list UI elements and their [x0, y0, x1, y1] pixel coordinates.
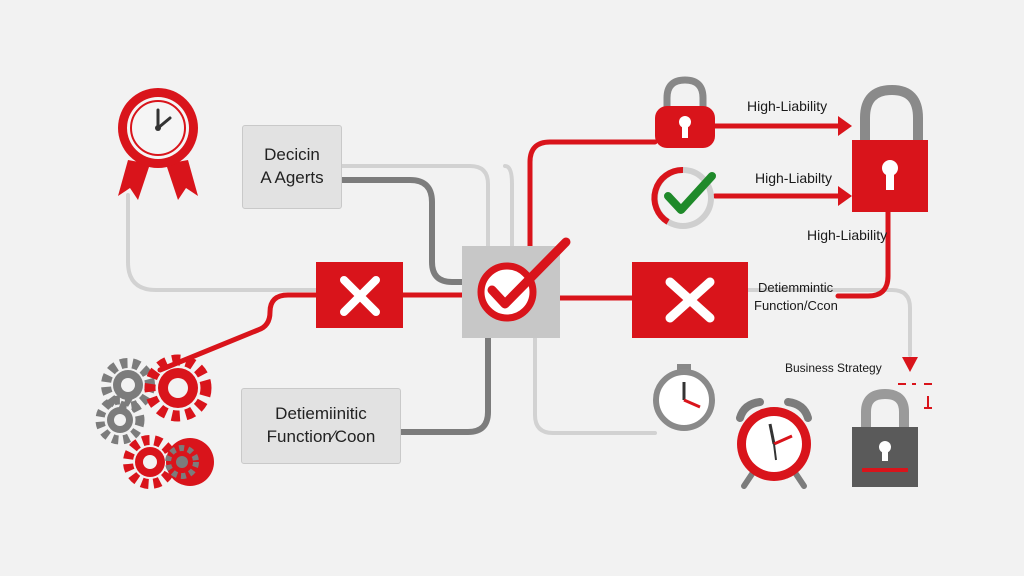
- large-padlock-icon: [852, 84, 928, 212]
- connector-right-up: [835, 187, 891, 299]
- approve-check-icon: [462, 237, 571, 338]
- reject-x-icon-2: [632, 262, 748, 338]
- decision-agents-line1: Decicin: [264, 145, 320, 165]
- arrowhead-red-1: [838, 116, 852, 136]
- high-liability-label-2: High-Liabilty: [755, 170, 833, 186]
- alarm-clock-icon: [736, 398, 812, 489]
- high-liability-label-1: High-Liability: [747, 98, 828, 114]
- green-check-icon: [651, 166, 716, 229]
- arrowhead-business: [902, 357, 918, 372]
- decision-agents-line2: A Agerts: [260, 168, 324, 187]
- padlock-icon: [655, 76, 715, 148]
- connector-agents-top: [338, 164, 490, 248]
- deterministic-function-box: Detiemiinitic Function⁄Coon: [241, 388, 401, 464]
- deterministic-right-label-2: Function/Ccon: [754, 298, 838, 313]
- connector-agents-to-check: [337, 177, 469, 285]
- arrowhead-red-2: [838, 186, 852, 206]
- connector-right-down: [746, 288, 912, 357]
- connectors-red: [157, 123, 891, 373]
- red-tick-marks: [898, 383, 932, 409]
- deterministic-line2: Function⁄Coon: [266, 427, 376, 446]
- connector-gears-to-x: [157, 292, 319, 373]
- deterministic-right-label-1: Detiemmintic: [758, 280, 834, 295]
- high-liability-label-3: High-Liability: [807, 227, 888, 243]
- connector-award-to-x: [126, 193, 318, 292]
- connector-agents-top-2: [503, 164, 514, 248]
- connector-deterministic-to-check: [397, 333, 491, 435]
- decision-agents-box: Decicin A Agerts: [242, 125, 342, 209]
- connectors-gray: [337, 177, 491, 435]
- connectors-light: [126, 164, 912, 435]
- business-strategy-label: Business Strategy: [785, 361, 882, 375]
- connector-center-to-stopwatch: [533, 336, 657, 435]
- reject-x-icon: [316, 262, 403, 328]
- gears-icon: [95, 354, 214, 489]
- deterministic-line1: Detiemiinitic: [275, 404, 367, 424]
- award-clock-icon: [118, 88, 198, 200]
- stopwatch-icon: [653, 364, 715, 431]
- locked-padlock-icon: [852, 388, 918, 487]
- connector-check-to-lock: [527, 139, 658, 253]
